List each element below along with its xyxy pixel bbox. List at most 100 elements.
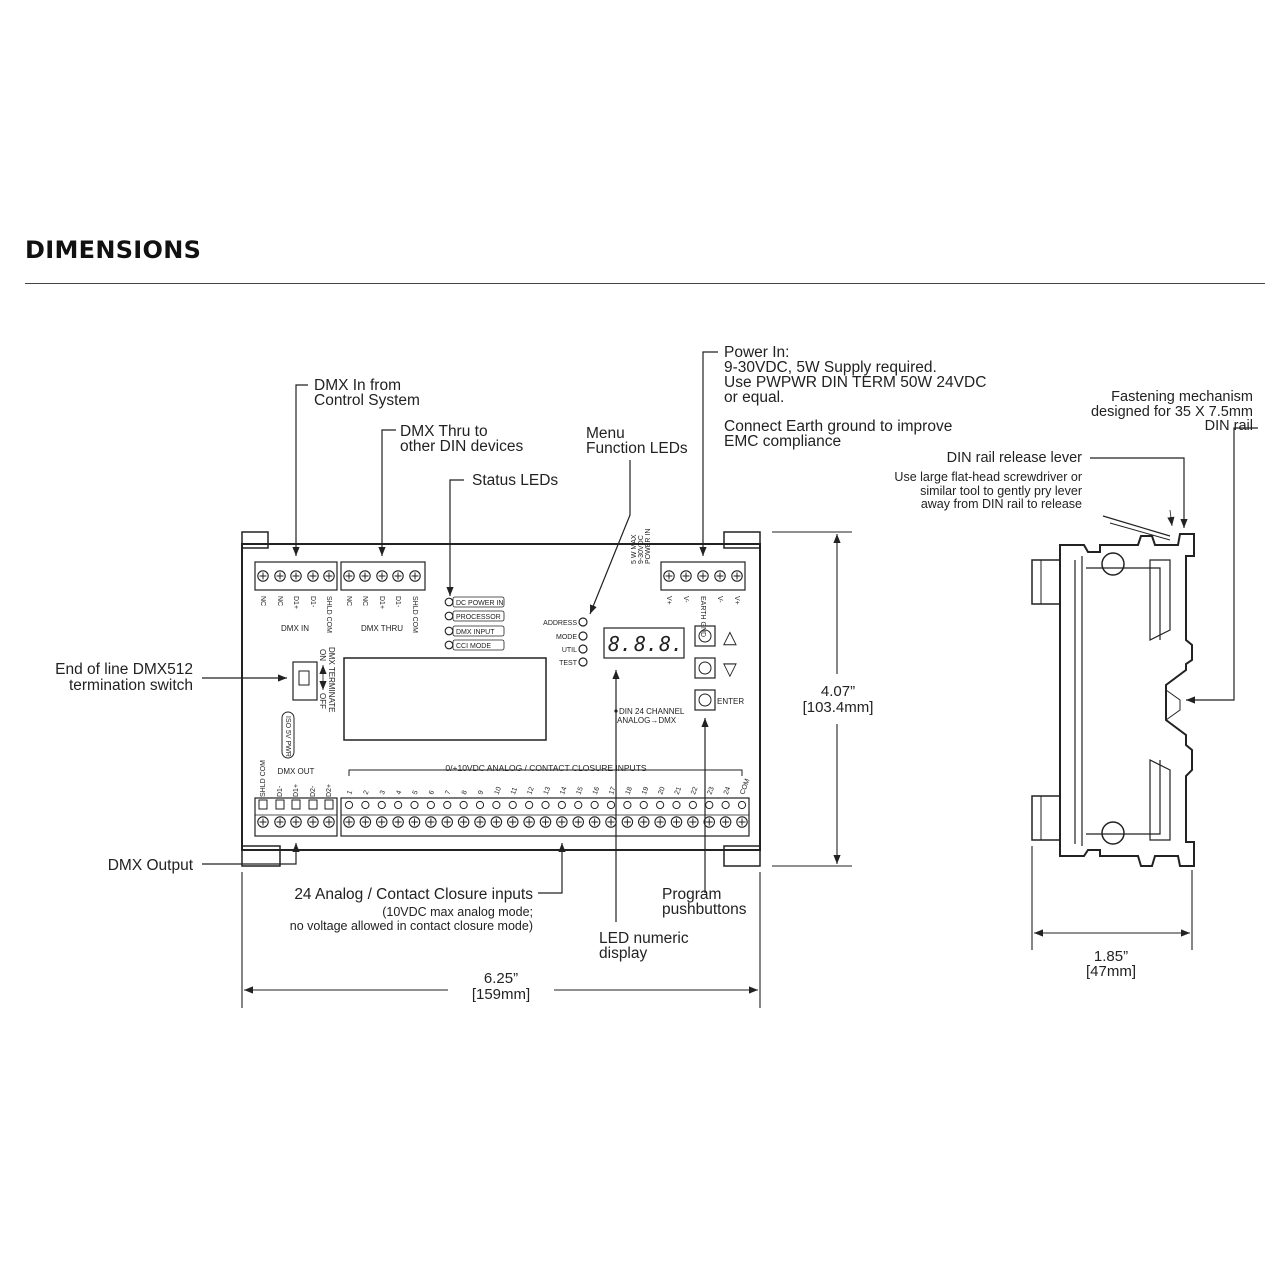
input-slot-2 <box>361 800 370 810</box>
input-number-13: 13 <box>543 786 552 796</box>
screw-dmx-thru-1 <box>359 570 371 582</box>
power-pin-1: V- <box>682 596 689 603</box>
input-number-17: 17 <box>608 786 617 796</box>
status-led-dc-power: DC POWER IN <box>456 600 503 607</box>
screw-input-6 <box>425 816 437 828</box>
dmx-out-pin-0: SHLD COM <box>260 760 267 797</box>
screw-dmx-in-3 <box>307 570 319 582</box>
dmx-out-pin-2: D1+ <box>293 784 300 797</box>
screw-input-16 <box>588 816 601 828</box>
screw-dmx-out-0 <box>257 816 269 828</box>
page-title: DIMENSIONS <box>25 236 202 264</box>
up-arrow-icon: △ <box>723 627 737 647</box>
menu-led-group <box>578 617 588 667</box>
screw-input-5 <box>408 816 421 828</box>
input-slot-16 <box>590 800 599 810</box>
dmx-out-slot-3 <box>308 799 318 810</box>
dimension-width: 6.25” <box>484 970 518 987</box>
input-slot-17 <box>606 800 616 810</box>
callout-fastening-1: Fastening mechanism <box>1111 389 1253 405</box>
input-number-24: 24 <box>723 786 732 796</box>
callout-analog-1: 24 Analog / Contact Closure inputs <box>294 886 533 903</box>
callout-menu-leds-1: Menu <box>586 425 625 442</box>
input-number-11: 11 <box>510 786 519 795</box>
screw-power-1 <box>680 570 692 582</box>
input-slot-6 <box>426 800 435 810</box>
callout-analog-2: (10VDC max analog mode; <box>382 905 533 919</box>
screw-input-13 <box>539 816 552 828</box>
inputs-title: 0/+10VDC ANALOG / CONTACT CLOSURE INPUTS <box>445 763 646 773</box>
status-led-icon-3 <box>444 640 454 650</box>
status-led-frame-1 <box>452 610 505 622</box>
input-number-18: 18 <box>625 786 634 796</box>
power-rating-1: POWER IN <box>645 529 652 564</box>
status-led-dmx-input: DMX INPUT <box>456 629 495 636</box>
callout-fastening-2: designed for 35 X 7.5mm <box>1091 404 1253 420</box>
input-slot-25 <box>737 800 747 810</box>
callout-fastening-3: DIN rail <box>1205 418 1253 434</box>
callout-dmx-in-1: DMX In from <box>314 377 401 394</box>
input-number-21: 21 <box>674 786 683 796</box>
screw-dmx-in-4 <box>323 570 335 582</box>
input-slot-7 <box>443 800 452 810</box>
input-slot-23 <box>705 800 714 810</box>
screw-input-8 <box>457 816 470 828</box>
screw-input-10 <box>490 816 503 828</box>
input-number-6: 6 <box>428 790 436 796</box>
input-number-8: 8 <box>461 790 469 796</box>
down-arrow-icon: ▽ <box>723 659 737 679</box>
dimension-depth: 1.85” <box>1094 948 1128 965</box>
callout-power-1: Power In: <box>724 344 789 361</box>
callout-release-lever: DIN rail release lever <box>947 450 1083 466</box>
model-line-1: DIN 24 CHANNEL <box>619 707 685 716</box>
menu-led-address: ADDRESS <box>543 620 577 627</box>
input-number-1: 1 <box>346 790 354 796</box>
terminate-off: OFF <box>318 693 327 709</box>
input-number-16: 16 <box>592 786 601 796</box>
menu-led-util: UTIL <box>562 647 577 654</box>
led-digit-3: 8. <box>659 632 683 656</box>
power-pin-0: V+ <box>665 596 672 605</box>
dmx-in-pin-3: D1- <box>309 596 316 608</box>
input-number-3: 3 <box>379 790 387 796</box>
input-number-25: COM <box>739 778 751 796</box>
screw-dmx-thru-0 <box>343 570 355 582</box>
callout-power-3: Use PWPWR DIN TERM 50W 24VDC <box>724 374 986 391</box>
input-slot-24 <box>721 800 730 810</box>
dmx-thru-pin-1: NC <box>361 596 368 606</box>
dmx-out-title: DMX OUT <box>278 767 315 776</box>
input-number-7: 7 <box>445 790 453 796</box>
terminate-on: ON <box>318 649 327 661</box>
input-number-4: 4 <box>395 790 403 796</box>
terminate-label: DMX TERMINATE <box>327 647 336 712</box>
callout-dmx-in-2: Control System <box>314 392 420 409</box>
callout-menu-leds-2: Function LEDs <box>586 440 688 457</box>
input-slot-13 <box>541 800 550 810</box>
screw-dmx-thru-4 <box>409 570 421 582</box>
input-slot-5 <box>410 800 419 810</box>
dimension-height: 4.07” <box>821 683 855 700</box>
input-slot-10 <box>492 800 501 810</box>
input-slot-11 <box>508 800 517 810</box>
screw-input-22 <box>687 816 699 828</box>
callout-power-4: or equal. <box>724 389 784 406</box>
menu-led-test: TEST <box>559 660 578 667</box>
screw-input-9 <box>474 816 486 828</box>
menu-led-icon-2 <box>578 644 588 654</box>
screw-input-24 <box>719 816 732 828</box>
screw-input-11 <box>506 816 519 828</box>
dimension-height-mm: [103.4mm] <box>803 699 874 716</box>
screw-power-4 <box>731 570 743 582</box>
input-slot-21 <box>672 800 681 810</box>
dmx-out-slot-0 <box>258 799 268 810</box>
callout-power-2: 9-30VDC, 5W Supply required. <box>724 359 937 376</box>
screw-dmx-out-3 <box>307 816 319 828</box>
power-pin-2: EARTH GND <box>699 596 706 637</box>
screw-input-2 <box>359 816 372 828</box>
dmx-out-slot-4 <box>324 799 334 810</box>
input-slot-19 <box>639 800 648 810</box>
input-number-19: 19 <box>641 786 650 796</box>
screw-input-17 <box>605 816 617 828</box>
menu-led-icon-3 <box>578 657 588 667</box>
device-side-view <box>1031 509 1195 867</box>
